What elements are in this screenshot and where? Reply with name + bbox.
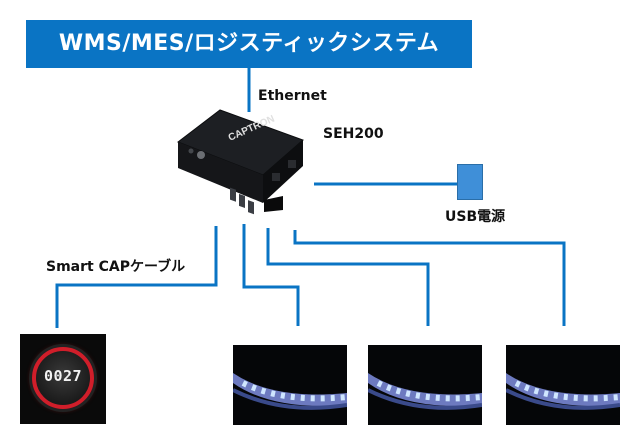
cap-ring-icon: 0027 (32, 347, 94, 409)
strip1-wire (242, 224, 300, 326)
usb-power-label: USB電源 (445, 209, 506, 225)
cable-label: Smart CAPケーブル (46, 259, 186, 275)
usb-power-adapter (457, 164, 483, 200)
led-strip-icon (506, 373, 620, 410)
led-strip-image-1 (233, 345, 347, 425)
led-strip-icon (368, 373, 482, 410)
smart-cap-image: 0027 (20, 334, 106, 424)
system-banner: WMS/MES/ロジスティックシステム (26, 20, 472, 68)
seh200-controller: CAPTRON (168, 100, 318, 220)
cap-display: 0027 (43, 367, 83, 385)
led-strip-image-2 (368, 345, 482, 425)
led-strip-image-3 (506, 345, 620, 425)
strip2-wire (266, 228, 430, 326)
ethernet-label: Ethernet (258, 88, 327, 104)
controller-label: SEH200 (323, 126, 384, 142)
cap-wire (55, 226, 218, 328)
led-strip-icon (233, 373, 347, 410)
strip3-wire (293, 230, 566, 326)
